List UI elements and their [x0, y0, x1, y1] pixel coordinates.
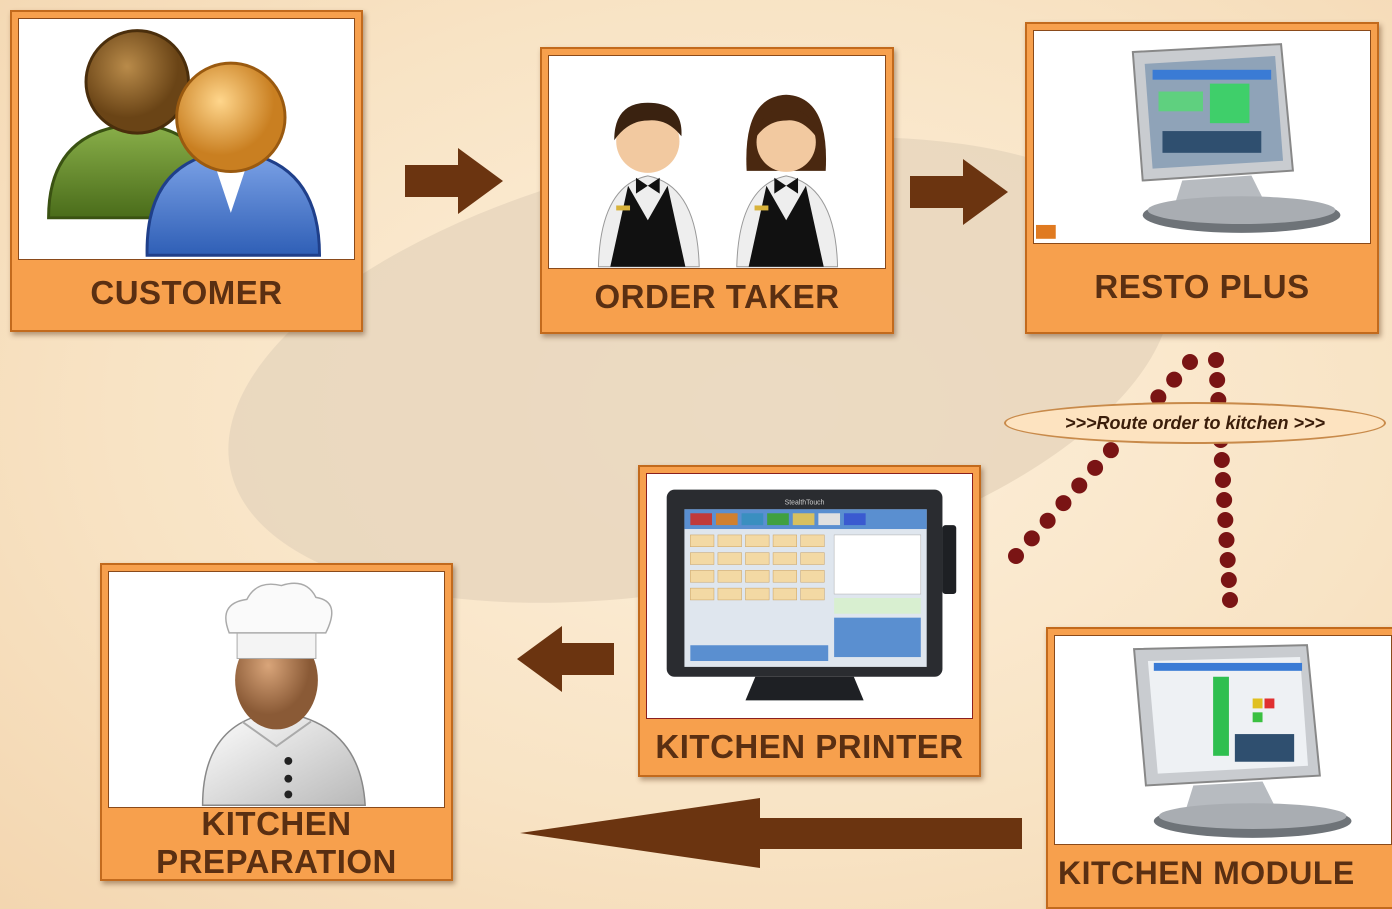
kds-terminal-icon: [1132, 644, 1352, 838]
arrow-order-taker-to-resto-plus: [910, 159, 1008, 225]
kitchen-preparation-image: [108, 571, 445, 808]
route-dot-diagonal: [1039, 512, 1056, 529]
route-dot-vertical: [1213, 452, 1230, 468]
kitchen-preparation-label: KITCHEN PREPARATION: [102, 805, 451, 880]
route-dot-vertical: [1215, 472, 1231, 488]
kitchen-module-label: KITCHEN MODULE: [1058, 855, 1355, 891]
chef-icon: [201, 582, 366, 807]
kitchen-preparation-node: KITCHEN PREPARATION: [100, 563, 453, 881]
route-dot-vertical: [1216, 492, 1233, 508]
arrow-printer-to-preparation: [517, 626, 614, 692]
customer-image: [18, 18, 355, 260]
route-dot-vertical: [1208, 352, 1224, 368]
route-dot-vertical: [1209, 372, 1226, 388]
route-dot-vertical: [1219, 552, 1236, 568]
waiters-icon: [597, 94, 839, 268]
order-taker-label: ORDER TAKER: [594, 278, 840, 315]
route-dot-diagonal: [1023, 530, 1040, 547]
kitchen-printer-label: KITCHEN PRINTER: [655, 728, 964, 765]
kitchen-module-node: KITCHEN MODULE: [1046, 627, 1392, 909]
route-order-badge: >>>Route order to kitchen >>>: [1004, 402, 1386, 444]
route-dot-vertical: [1217, 512, 1234, 528]
kitchen-printer-image: StealthTouch: [646, 473, 973, 719]
kitchen-printer-node: StealthTouch KITCHEN PRINTER: [638, 465, 981, 777]
resto-plus-image: [1033, 30, 1371, 244]
route-dot-vertical: [1222, 592, 1238, 608]
kitchen-preparation-label-line2: PREPARATION: [156, 843, 397, 880]
order-taker-node: ORDER TAKER: [540, 47, 894, 334]
route-dot-diagonal: [1087, 459, 1104, 476]
pos-terminal-icon: [1035, 43, 1341, 239]
route-dot-diagonal: [1102, 442, 1119, 459]
resto-plus-label: RESTO PLUS: [1094, 268, 1310, 305]
route-dot-diagonal: [1166, 371, 1183, 388]
route-dot-vertical: [1218, 532, 1235, 548]
customer-node: CUSTOMER: [10, 10, 363, 332]
touchscreen-terminal-icon: StealthTouch: [666, 489, 957, 701]
order-taker-image: [548, 55, 886, 269]
customer-icon: [47, 29, 321, 257]
route-dot-diagonal: [1055, 495, 1072, 512]
printer-brand-text: StealthTouch: [785, 499, 825, 506]
arrow-customer-to-order-taker: [405, 148, 503, 214]
route-dot-diagonal: [1008, 548, 1024, 564]
kitchen-module-image: [1054, 635, 1392, 845]
route-dot-diagonal: [1071, 477, 1088, 494]
route-dot-vertical: [1220, 572, 1237, 588]
resto-plus-node: RESTO PLUS: [1025, 22, 1379, 334]
route-dot-diagonal: [1182, 354, 1198, 370]
route-dot-diagonal: [1150, 389, 1167, 406]
kitchen-preparation-label-line1: KITCHEN: [201, 805, 352, 842]
customer-label: CUSTOMER: [90, 274, 283, 311]
arrow-module-to-preparation: [520, 798, 1022, 868]
